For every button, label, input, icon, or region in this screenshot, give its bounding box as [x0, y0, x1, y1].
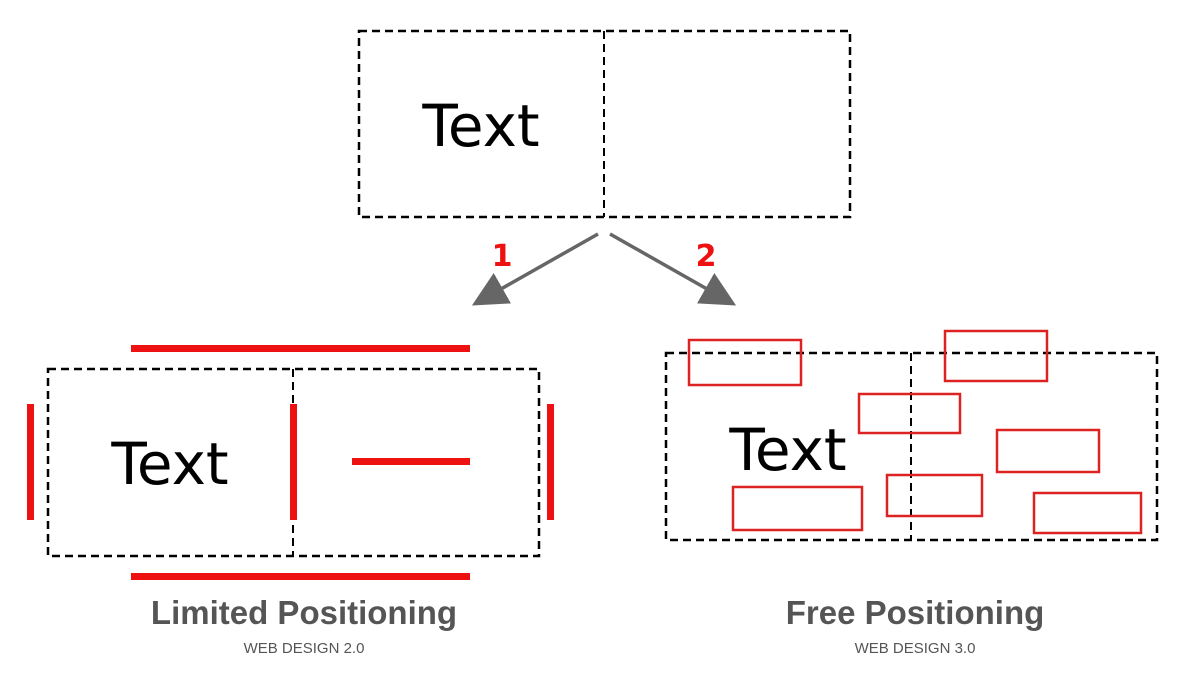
free-element-5 [885, 473, 984, 518]
middle-constraint-bar [352, 458, 470, 465]
free-element-7 [1032, 491, 1143, 535]
center-constraint-bar [290, 404, 297, 520]
arrow-1-number: 1 [492, 239, 513, 274]
free-positioning-panel: Text Free Positioning WEB DESIGN 3.0 [664, 329, 1159, 657]
top-constraint-bar [131, 345, 470, 352]
left-box-text: Text [110, 430, 228, 498]
limited-positioning-panel: Text Limited Positioning WEB DESIGN 2.0 [27, 345, 554, 657]
bottom-constraint-bar [131, 573, 470, 580]
free-element-1 [687, 338, 803, 387]
top-box-text: Text [421, 92, 539, 160]
left-caption-title: Limited Positioning [151, 594, 457, 631]
free-element-3 [857, 392, 962, 435]
top-box-outline [357, 29, 852, 219]
free-element-2 [943, 329, 1049, 383]
arrow-1 [471, 232, 599, 306]
branch-arrows: 1 2 [471, 232, 737, 306]
right-box-text: Text [728, 416, 846, 484]
left-constraint-bar [27, 404, 34, 520]
arrow-2 [609, 232, 737, 306]
right-constraint-bar [547, 404, 554, 520]
left-caption-subtitle: WEB DESIGN 2.0 [244, 640, 365, 657]
right-caption-subtitle: WEB DESIGN 3.0 [855, 640, 976, 657]
free-element-4 [995, 428, 1101, 474]
top-layout-box: Text [357, 29, 852, 219]
right-caption-title: Free Positioning [786, 594, 1045, 631]
free-element-6 [731, 485, 864, 532]
arrow-2-number: 2 [696, 239, 717, 274]
